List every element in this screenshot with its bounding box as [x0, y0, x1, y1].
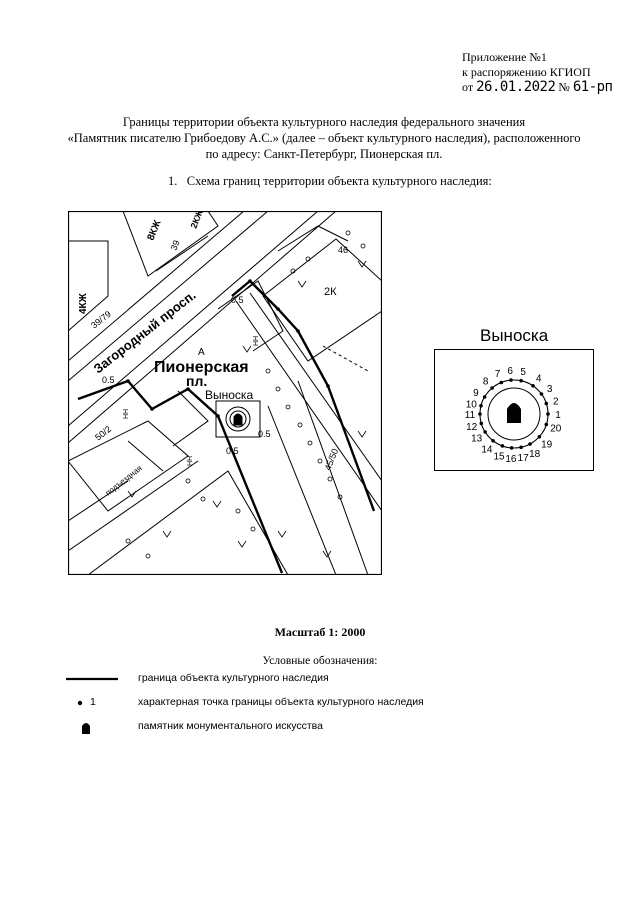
appendix-line1: Приложение №1	[462, 50, 547, 64]
legend-monument-text: памятник монументального искусства	[138, 720, 323, 732]
boundary-map: Загородный просп. Пионерская пл. А Вынос…	[67, 208, 383, 576]
boundary-line-icon	[66, 677, 118, 681]
legend-boundary-text: граница объекта культурного наследия	[138, 672, 329, 684]
section-text: Схема границ территории объекта культурн…	[186, 174, 492, 188]
from-prefix: от	[462, 80, 474, 94]
callout-point-label: 15	[493, 451, 505, 462]
callout-point-label: 12	[466, 422, 478, 433]
label-2k: 2К	[324, 286, 337, 298]
label-4kzh: 4КЖ	[78, 292, 89, 314]
callout-point-label: 18	[529, 449, 541, 460]
callout-point-label: 11	[465, 410, 476, 421]
legend-point-text: характерная точка границы объекта культу…	[138, 696, 424, 708]
callout-point-label: 8	[483, 376, 489, 387]
label-dist3: 0.5	[258, 429, 271, 439]
map-scale: Масштаб 1: 2000	[274, 625, 366, 639]
title-line3: по адресу: Санкт-Петербург, Пионерская п…	[205, 147, 443, 161]
callout-point-label: 2	[553, 396, 559, 407]
callout-point-label: 14	[481, 445, 493, 456]
label-letter-a: А	[198, 347, 205, 358]
monument-legend-icon	[82, 723, 90, 734]
label-square1: Пионерская	[154, 359, 249, 376]
order-date: 26.01.2022	[476, 79, 556, 95]
label-dist1: 0.5	[231, 295, 244, 305]
callout-point-label: 13	[471, 433, 483, 444]
map-svg: Загородный просп. Пионерская пл. А Вынос…	[67, 208, 383, 576]
label-nn2: НН	[123, 409, 130, 419]
callout-point-label: 17	[518, 453, 530, 464]
callout-point-label: 20	[550, 424, 562, 435]
point-dot-icon	[77, 700, 83, 706]
callout-point-label: 10	[466, 399, 478, 410]
label-dist4: 0.5	[226, 446, 239, 456]
label-39: 39	[169, 239, 182, 252]
callout-title: Выноска	[480, 326, 549, 345]
callout-point-label: 3	[547, 384, 553, 395]
title-line2: «Памятник писателю Грибоедову А.С.» (дал…	[67, 131, 581, 145]
callout-point-label: 1	[555, 410, 561, 421]
appendix-header: Приложение №1 к распоряжению КГИОП от 26…	[462, 50, 632, 95]
order-number: 61-рп	[572, 79, 613, 95]
appendix-line2: к распоряжению КГИОП	[462, 65, 591, 79]
label-square2: пл.	[186, 373, 207, 389]
label-46: 46	[338, 245, 348, 255]
section-heading: 1. Схема границ территории объекта культ…	[168, 174, 492, 189]
title-line1: Границы территории объекта культурного н…	[122, 115, 526, 129]
callout-point-label: 6	[507, 366, 513, 377]
label-dist2: 0.5	[102, 375, 115, 385]
callout-point-label: 19	[541, 439, 553, 450]
callout-point-label: 16	[505, 454, 517, 465]
number-prefix: №	[558, 80, 570, 94]
document-title: Границы территории объекта культурного н…	[40, 114, 608, 162]
callout-point-label: 4	[536, 374, 542, 385]
legend-point-label: 1	[90, 696, 96, 708]
callout-point-label: 7	[495, 369, 501, 380]
section-number: 1.	[168, 174, 178, 188]
monument-icon	[507, 403, 521, 423]
label-callout: Выноска	[205, 388, 253, 402]
label-nn1: НН	[253, 336, 260, 346]
callout-point-label: 5	[520, 367, 526, 378]
label-nn3: НН	[187, 456, 194, 466]
appendix-date-line: от 26.01.2022 № 61-рп	[462, 80, 632, 95]
legend-title: Условные обозначения:	[262, 655, 378, 667]
callout-point-label: 9	[473, 388, 479, 399]
